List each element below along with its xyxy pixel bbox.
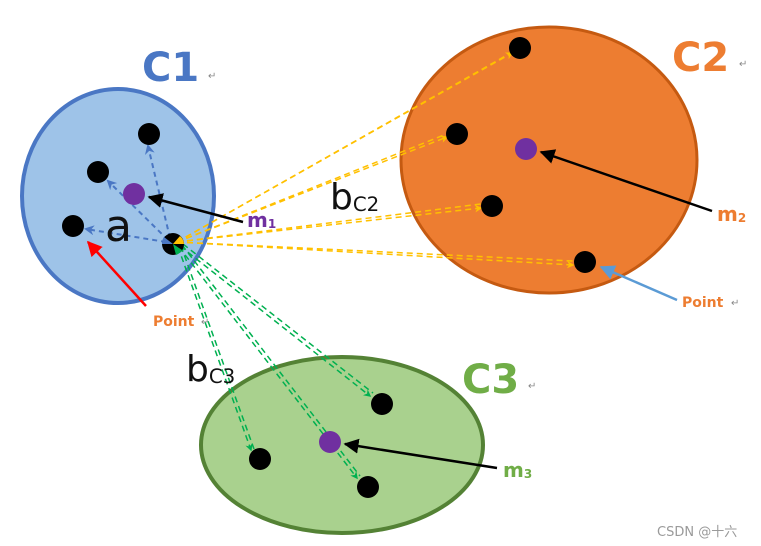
centroids bbox=[123, 138, 537, 453]
intra-cluster-lines bbox=[84, 144, 171, 243]
cluster-c2-title: C2 bbox=[672, 35, 730, 81]
data-point bbox=[446, 123, 468, 145]
point-arrow-c1 bbox=[86, 240, 147, 307]
centroid-m3 bbox=[319, 431, 341, 453]
mean-m1-label: m1 bbox=[247, 208, 277, 232]
paragraph-mark: ↵ bbox=[739, 59, 748, 70]
distance-b-c3-label: bC3 bbox=[186, 349, 236, 390]
mean-arrows bbox=[147, 149, 713, 470]
data-point bbox=[249, 448, 271, 470]
data-point bbox=[509, 37, 531, 59]
data-point bbox=[481, 195, 503, 217]
data-point bbox=[574, 251, 596, 273]
centroid-m2 bbox=[515, 138, 537, 160]
data-point bbox=[371, 393, 393, 415]
focus-point bbox=[161, 233, 184, 255]
centroid-m1 bbox=[123, 183, 145, 205]
paragraph-mark: ↵ bbox=[731, 298, 740, 309]
cluster-c3-title: C3 bbox=[462, 357, 520, 403]
data-point bbox=[357, 476, 379, 498]
distance-lines-to-c2 bbox=[176, 49, 575, 269]
point-label-c1: Point bbox=[153, 314, 195, 330]
cluster-c1-ellipse bbox=[20, 87, 216, 305]
cluster-c2-ellipse bbox=[399, 25, 699, 295]
mean-m3-label: m3 bbox=[503, 458, 533, 482]
data-point bbox=[138, 123, 160, 145]
cluster-c1-title: C1 bbox=[142, 45, 200, 91]
data-point bbox=[87, 161, 109, 183]
watermark: CSDN @十六 bbox=[657, 525, 738, 540]
data-point bbox=[62, 215, 84, 237]
mean-m2-label: m2 bbox=[717, 202, 747, 226]
point-arrow-c2 bbox=[599, 265, 678, 302]
distance-b-c2-label: bC2 bbox=[330, 177, 380, 218]
cluster-c3-ellipse bbox=[199, 355, 485, 535]
paragraph-mark: ↵ bbox=[208, 71, 217, 82]
paragraph-mark: ↵ bbox=[528, 381, 537, 392]
distance-a-label: a bbox=[105, 201, 132, 252]
paragraph-mark: ↵ bbox=[201, 317, 210, 328]
data-points bbox=[62, 37, 596, 498]
point-label-c2: Point bbox=[682, 295, 724, 311]
